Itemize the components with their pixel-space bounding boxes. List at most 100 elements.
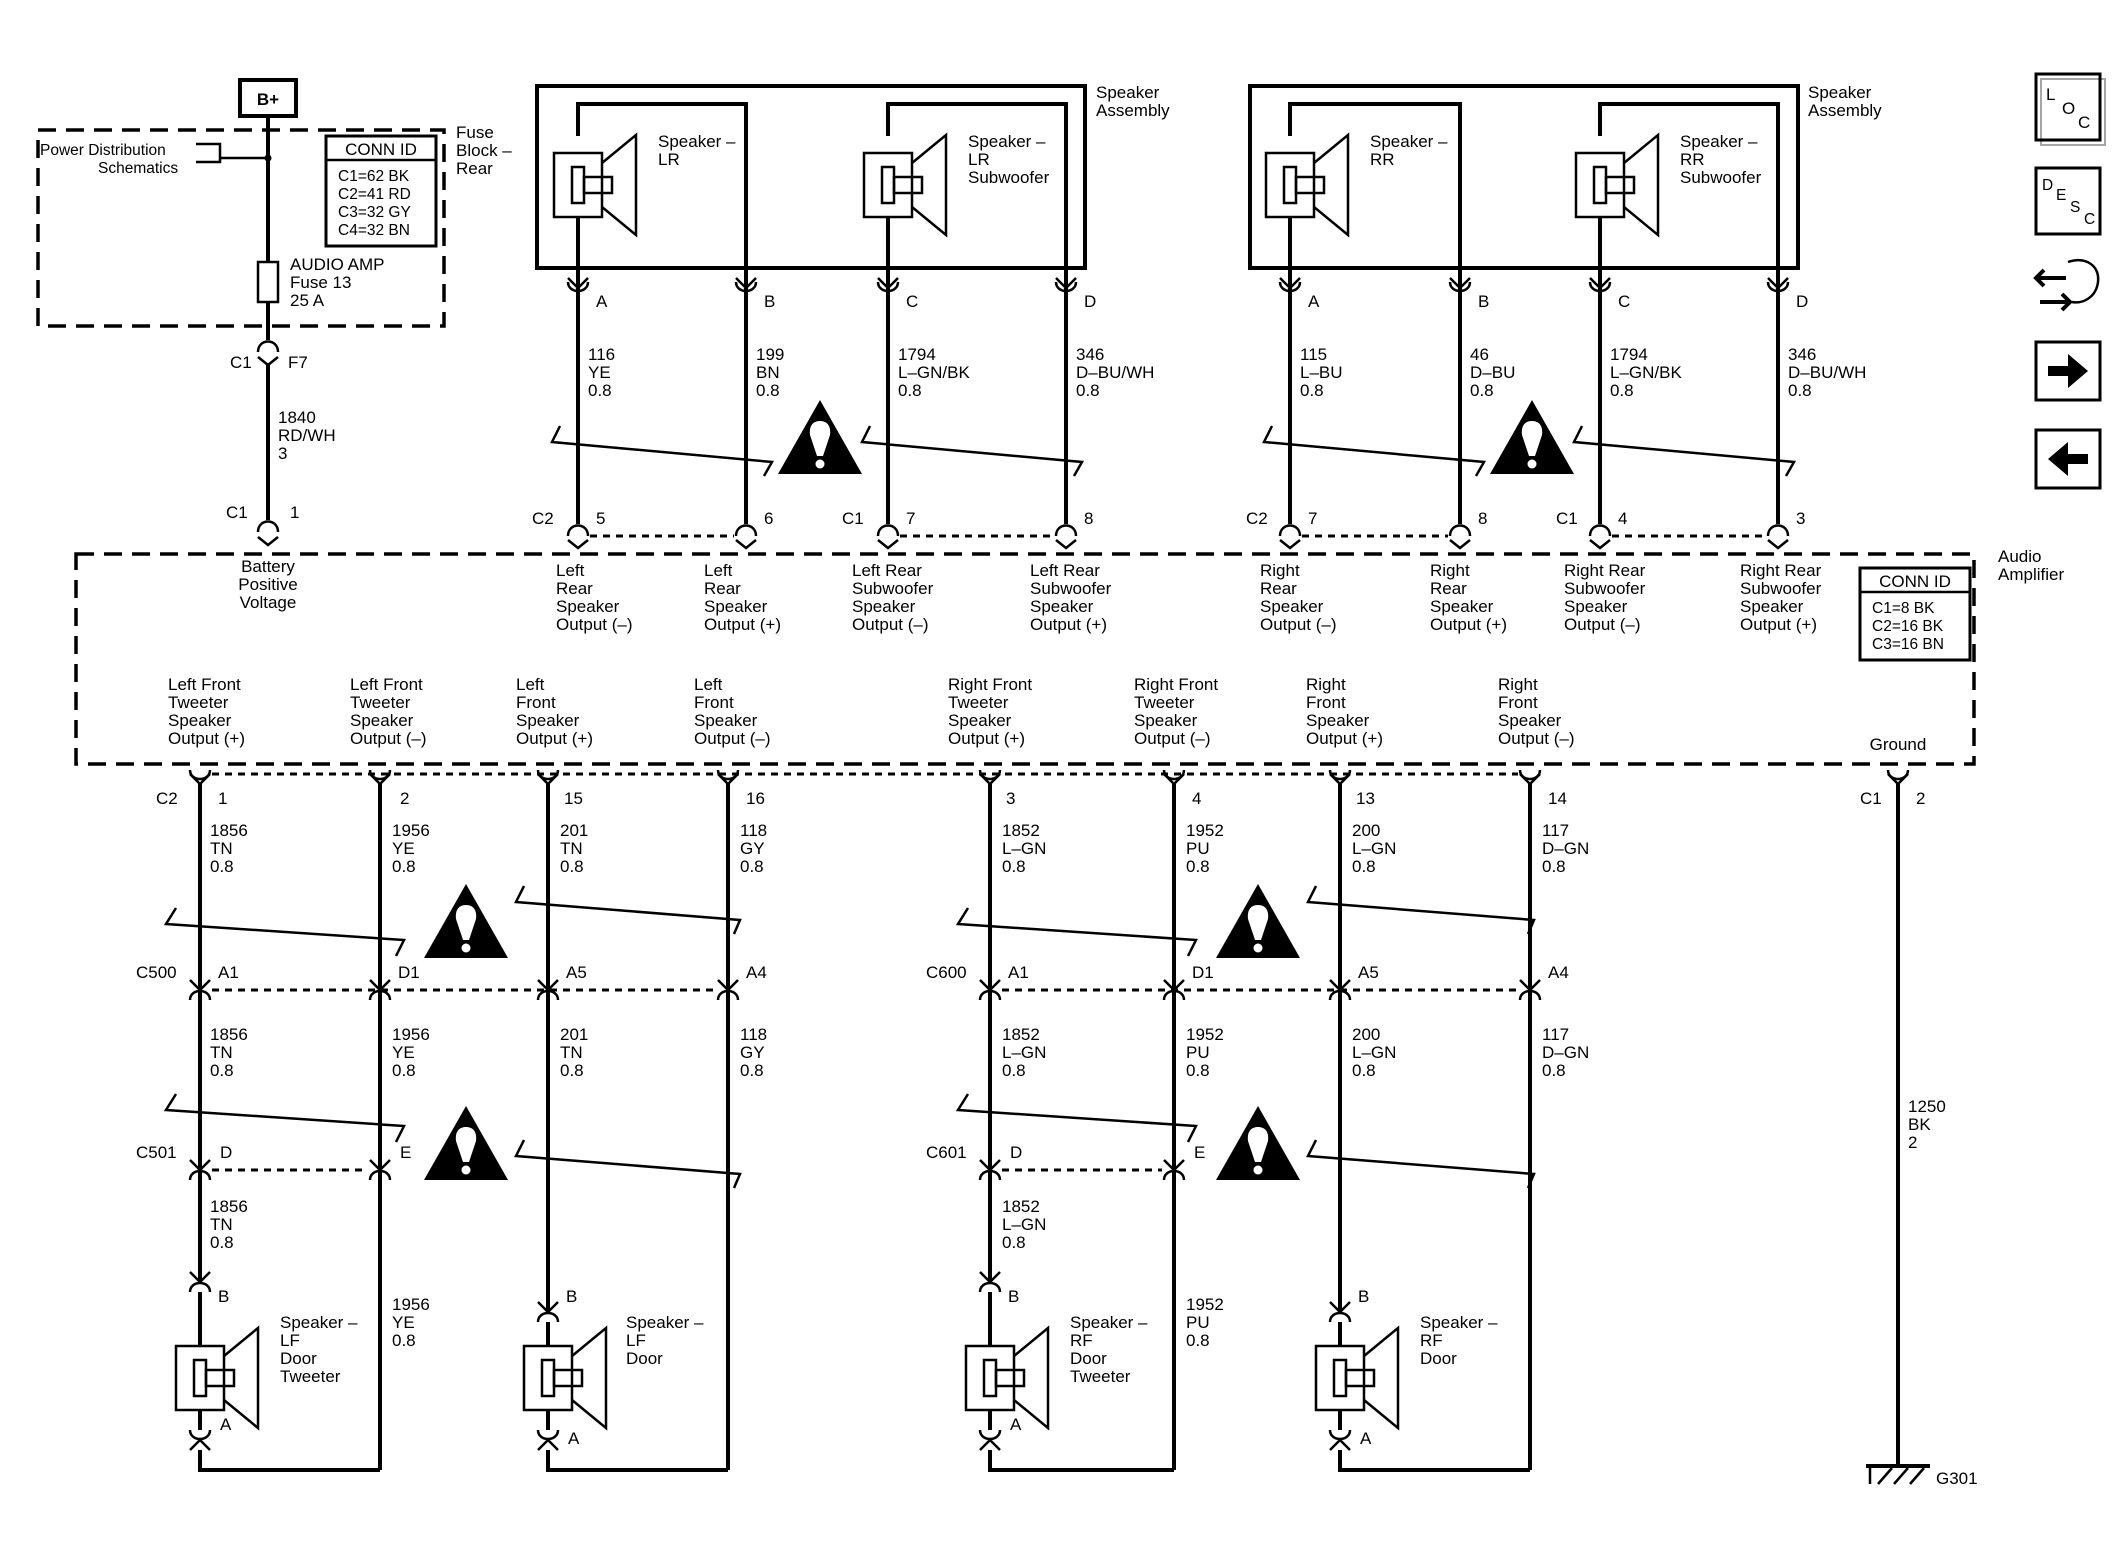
svg-text:Rear: Rear	[556, 579, 593, 598]
front-speaker-connectors	[188, 1271, 1352, 1323]
svg-text:1852: 1852	[1002, 1197, 1040, 1216]
svg-text:Subwoofer: Subwoofer	[1680, 168, 1762, 187]
svg-text:Speaker: Speaker	[168, 711, 232, 730]
front-speaker-bottom-wires	[188, 1292, 1530, 1472]
svg-text:2: 2	[1908, 1133, 1917, 1152]
svg-text:L–GN/BK: L–GN/BK	[1610, 363, 1682, 382]
speaker-rf-door-icon	[1314, 1326, 1400, 1430]
svg-text:Output (+): Output (+)	[516, 729, 593, 748]
svg-text:GY: GY	[740, 839, 765, 858]
svg-text:0.8: 0.8	[740, 857, 764, 876]
svg-text:YE: YE	[392, 839, 415, 858]
rear-left-pin-a: A	[596, 292, 608, 311]
svg-text:PU: PU	[1186, 1043, 1210, 1062]
svg-text:LR: LR	[968, 150, 990, 169]
svg-text:L–BU: L–BU	[1300, 363, 1343, 382]
svg-text:Output (–): Output (–)	[1260, 615, 1337, 634]
svg-text:Output (–): Output (–)	[1564, 615, 1641, 634]
svg-text:0.8: 0.8	[1002, 1061, 1026, 1080]
rear-twisted-pair-marks	[550, 425, 1797, 477]
svg-text:1852: 1852	[1002, 821, 1040, 840]
svg-text:Speaker: Speaker	[1306, 711, 1370, 730]
svg-text:L–GN: L–GN	[1352, 839, 1396, 858]
front-speaker-labels: Speaker – LF Door Tweeter Speaker – LF D…	[280, 1313, 1498, 1386]
svg-text:0.8: 0.8	[560, 857, 584, 876]
svg-text:Output (+): Output (+)	[1030, 615, 1107, 634]
connector-c600: C600	[926, 963, 967, 982]
loc-button[interactable]: L O C	[2034, 72, 2106, 146]
speaker-rr-subwoofer-label: Speaker –	[1680, 132, 1758, 151]
svg-text:A: A	[568, 1429, 580, 1448]
rear-right-connector-c1: C1	[1556, 509, 1578, 528]
svg-text:4: 4	[1192, 789, 1201, 808]
svg-text:Right Rear: Right Rear	[1740, 561, 1822, 580]
amp-power-connector: C1	[226, 503, 248, 522]
connector-c601: C601	[926, 1143, 967, 1162]
rear-amp-connectors	[566, 524, 1790, 550]
svg-text:0.8: 0.8	[756, 381, 780, 400]
svg-text:1794: 1794	[1610, 345, 1648, 364]
svg-text:Left Rear: Left Rear	[1030, 561, 1100, 580]
svg-text:Output (–): Output (–)	[1498, 729, 1575, 748]
svg-text:BK: BK	[1908, 1115, 1931, 1134]
svg-text:Output (+): Output (+)	[168, 729, 245, 748]
fuse-block-outline	[36, 128, 446, 328]
svg-text:199: 199	[756, 345, 784, 364]
svg-text:0.8: 0.8	[588, 381, 612, 400]
warning-icon	[1216, 884, 1300, 958]
svg-text:Door: Door	[1420, 1349, 1457, 1368]
front-output-labels: Left Front Tweeter Speaker Output (+) Le…	[168, 675, 1926, 754]
svg-text:RF: RF	[1070, 1331, 1093, 1350]
svg-text:Speaker: Speaker	[1430, 597, 1494, 616]
next-page-button[interactable]	[2034, 340, 2102, 402]
svg-text:C3=16 BN: C3=16 BN	[1872, 636, 1944, 653]
svg-text:Tweeter: Tweeter	[350, 693, 411, 712]
rear-right-speaker-assembly	[1248, 84, 1800, 270]
svg-text:4: 4	[1618, 509, 1627, 528]
svg-text:TN: TN	[210, 1215, 233, 1234]
svg-text:Output (–): Output (–)	[694, 729, 771, 748]
svg-text:0.8: 0.8	[1186, 1061, 1210, 1080]
svg-text:C2=41 RD: C2=41 RD	[338, 186, 411, 203]
previous-page-button[interactable]	[2034, 428, 2102, 490]
rear-right-assembly-label: Speaker	[1808, 83, 1872, 102]
svg-text:B: B	[566, 1287, 577, 1306]
svg-text:0.8: 0.8	[210, 1061, 234, 1080]
svg-text:PU: PU	[1186, 1313, 1210, 1332]
svg-text:Output (+): Output (+)	[1306, 729, 1383, 748]
connector-swap-button[interactable]	[2033, 259, 2100, 312]
front-upper-twisted-pair-marks	[163, 885, 1536, 957]
svg-text:YE: YE	[588, 363, 611, 382]
svg-text:1952: 1952	[1186, 1295, 1224, 1314]
svg-text:Speaker –: Speaker –	[1070, 1313, 1148, 1332]
svg-text:Front: Front	[516, 693, 556, 712]
svg-text:Door: Door	[1070, 1349, 1107, 1368]
speaker-lf-door-icon	[522, 1326, 608, 1430]
warning-icon	[778, 400, 862, 474]
svg-text:C3=32 GY: C3=32 GY	[338, 204, 411, 221]
svg-text:D: D	[1010, 1143, 1022, 1162]
ground-id-label: G301	[1936, 1469, 1978, 1488]
svg-text:E: E	[1194, 1143, 1205, 1162]
rear-right-pin-d: D	[1796, 292, 1808, 311]
inline-connector-c500-c600	[188, 979, 1542, 1001]
svg-text:E: E	[2056, 187, 2066, 204]
svg-text:Front: Front	[1306, 693, 1346, 712]
svg-text:Tweeter: Tweeter	[168, 693, 229, 712]
svg-text:Speaker: Speaker	[556, 597, 620, 616]
svg-text:RD/WH: RD/WH	[278, 426, 336, 445]
desc-button[interactable]: D E S C	[2034, 166, 2102, 236]
svg-text:Speaker: Speaker	[694, 711, 758, 730]
svg-text:TN: TN	[560, 839, 583, 858]
svg-text:Output (+): Output (+)	[704, 615, 781, 634]
svg-text:3: 3	[278, 444, 287, 463]
svg-text:C1=8 BK: C1=8 BK	[1872, 600, 1935, 617]
svg-text:200: 200	[1352, 821, 1380, 840]
svg-text:1956: 1956	[392, 1025, 430, 1044]
svg-text:L–GN: L–GN	[1002, 1215, 1046, 1234]
svg-text:O: O	[2062, 99, 2075, 118]
svg-text:Rear: Rear	[456, 159, 493, 178]
svg-text:Left: Left	[694, 675, 723, 694]
rear-right-wire-labels: 115 L–BU 0.8 46 D–BU 0.8 1794 L–GN/BK 0.…	[1300, 345, 1866, 400]
